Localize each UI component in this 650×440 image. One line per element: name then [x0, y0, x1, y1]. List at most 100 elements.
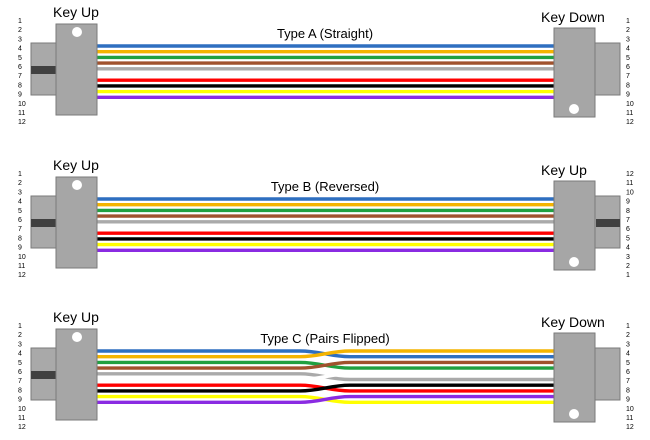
- right-key-label: Key Up: [541, 162, 587, 178]
- connector-body: [553, 332, 596, 423]
- key-indicator-dot: [72, 180, 82, 190]
- left-pin-number: 9: [18, 92, 22, 99]
- key-bar: [31, 371, 57, 379]
- fiber-line: [96, 360, 556, 370]
- fiber-line: [96, 394, 556, 404]
- right-pin-number: 11: [626, 110, 633, 117]
- right-pin-number: 12: [626, 424, 634, 431]
- right-pin-number: 4: [626, 46, 630, 53]
- right-pin-number: 3: [626, 36, 630, 43]
- connector-plug: [592, 42, 621, 96]
- fiber-line: [96, 349, 556, 359]
- left-pin-number: 7: [18, 378, 22, 385]
- left-pin-number: 12: [18, 424, 26, 431]
- right-pin-number: 12: [626, 171, 634, 178]
- left-pin-number: 7: [18, 226, 22, 233]
- left-connector: [30, 23, 98, 116]
- left-pin-number: 7: [18, 73, 22, 80]
- left-pin-number: 5: [18, 360, 22, 367]
- right-pin-number: 11: [626, 180, 633, 187]
- right-pin-number: 8: [626, 208, 630, 215]
- right-pin-number: 5: [626, 235, 630, 242]
- right-pin-number: 9: [626, 199, 630, 206]
- right-key-label: Key Down: [541, 9, 605, 25]
- right-connector: [553, 180, 621, 271]
- right-pin-number: 8: [626, 387, 630, 394]
- right-pin-number: 4: [626, 245, 630, 252]
- left-pin-number: 5: [18, 55, 22, 62]
- right-pin-number: 8: [626, 82, 630, 89]
- right-pin-number: 9: [626, 397, 630, 404]
- left-pin-number: 1: [18, 323, 22, 330]
- key-indicator-dot: [569, 409, 579, 419]
- right-pin-number: 1: [626, 18, 630, 25]
- right-pin-number: 7: [626, 378, 630, 385]
- key-bar: [31, 219, 57, 227]
- connector-body: [553, 27, 596, 118]
- left-pin-number: 10: [18, 406, 26, 413]
- left-pin-number: 6: [18, 369, 22, 376]
- right-key-label: Key Down: [541, 314, 605, 330]
- key-indicator-dot: [72, 332, 82, 342]
- fiber-ribbon: [96, 349, 556, 404]
- left-pin-number: 4: [18, 46, 22, 53]
- right-pin-number: 2: [626, 332, 630, 339]
- left-pin-number: 1: [18, 18, 22, 25]
- right-pin-number: 6: [626, 64, 630, 71]
- left-pin-number: 3: [18, 189, 22, 196]
- left-pin-number: 2: [18, 27, 22, 34]
- fiber-ribbon: [96, 197, 556, 253]
- left-pin-number: 9: [18, 397, 22, 404]
- key-indicator-dot: [72, 27, 82, 37]
- left-pin-number: 8: [18, 235, 22, 242]
- left-pin-number: 2: [18, 180, 22, 187]
- connector-body: [55, 176, 98, 269]
- fiber-line: [96, 372, 556, 382]
- right-pin-number: 3: [626, 254, 630, 261]
- left-pin-number: 12: [18, 119, 26, 126]
- left-pin-number: 8: [18, 82, 22, 89]
- right-pin-number: 12: [626, 119, 634, 126]
- connector-body: [553, 180, 596, 271]
- left-pin-number: 10: [18, 254, 26, 261]
- key-bar: [596, 219, 620, 227]
- cable-title: Type B (Reversed): [271, 179, 379, 194]
- left-connector: [30, 176, 98, 269]
- key-indicator-dot: [569, 257, 579, 267]
- connector-body: [55, 328, 98, 421]
- left-pin-number: 11: [18, 263, 25, 270]
- cable-b: Key Up Key Up Type B (Reversed) 1 12 2 11 3 10 4 9…: [18, 157, 634, 279]
- right-pin-number: 1: [626, 272, 630, 279]
- right-pin-number: 2: [626, 27, 630, 34]
- right-pin-number: 9: [626, 92, 630, 99]
- left-key-label: Key Up: [53, 157, 99, 173]
- left-pin-number: 3: [18, 341, 22, 348]
- left-pin-number: 2: [18, 332, 22, 339]
- left-pin-number: 4: [18, 351, 22, 358]
- right-pin-number: 7: [626, 73, 630, 80]
- left-key-label: Key Up: [53, 4, 99, 20]
- right-pin-number: 10: [626, 189, 634, 196]
- connector-body: [55, 23, 98, 116]
- right-pin-number: 10: [626, 406, 634, 413]
- right-pin-number: 1: [626, 323, 630, 330]
- fiber-ribbon: [96, 44, 556, 100]
- left-pin-number: 11: [18, 415, 25, 422]
- key-indicator-dot: [569, 104, 579, 114]
- left-pin-number: 3: [18, 36, 22, 43]
- right-pin-number: 11: [626, 415, 633, 422]
- right-pin-number: 6: [626, 369, 630, 376]
- right-pin-number: 3: [626, 341, 630, 348]
- left-pin-number: 1: [18, 171, 22, 178]
- left-pin-number: 8: [18, 387, 22, 394]
- left-pin-number: 11: [18, 110, 25, 117]
- left-pin-number: 6: [18, 217, 22, 224]
- left-pin-number: 4: [18, 199, 22, 206]
- left-pin-number: 5: [18, 208, 22, 215]
- right-pin-number: 5: [626, 55, 630, 62]
- left-key-label: Key Up: [53, 309, 99, 325]
- cable-title: Type C (Pairs Flipped): [260, 331, 389, 346]
